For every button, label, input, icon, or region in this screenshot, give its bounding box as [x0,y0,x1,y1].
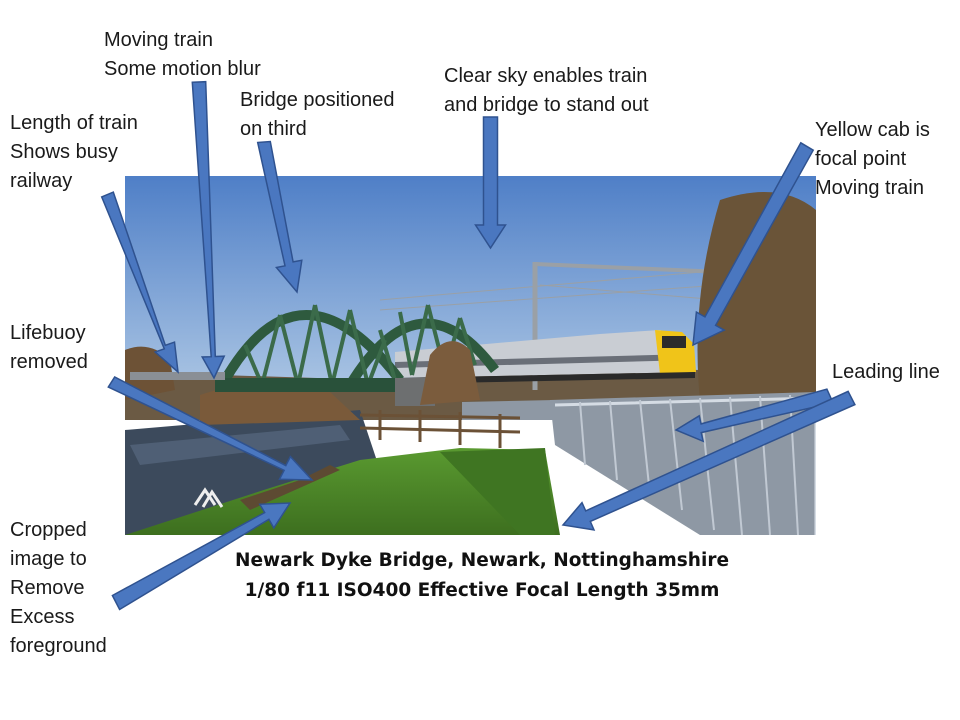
annotation-length-train: Length of train Shows busy railway [10,112,138,192]
bridge-lattice [243,304,477,386]
caption-exposure: 1/80 f11 ISO400 Effective Focal Length 3… [244,580,720,601]
arrow-lifebuoy [107,376,314,481]
annotation-cropped: Cropped image to Remove Excess foregroun… [10,519,107,657]
arrow-clear-sky [474,116,507,250]
annotation-leading-line: Leading line [832,361,940,383]
bridge-deck [215,378,435,392]
arrow-leading-line-2 [561,390,856,531]
annotation-clear-sky: Clear sky enables train and bridge to st… [444,65,649,116]
grass-path [125,448,560,535]
caption-location: Newark Dyke Bridge, Newark, Nottinghamsh… [234,550,729,571]
arrow-length-train [100,191,179,374]
photograph-newark-dyke-bridge [125,176,816,535]
bridge [220,310,499,388]
annotation-yellow-cab: Yellow cab is focal point Moving train [815,119,930,199]
arrow-bridge-third [256,140,303,294]
trees [697,192,816,400]
arrow-yellow-cab [692,141,815,347]
annotation-moving-train: Moving train Some motion blur [104,29,261,80]
arrow-moving-train [191,80,226,380]
annotation-lifebuoy: Lifebuoy removed [10,322,88,373]
arrow-cropped [111,502,292,611]
annotation-bridge-third: Bridge positioned on third [240,89,395,140]
